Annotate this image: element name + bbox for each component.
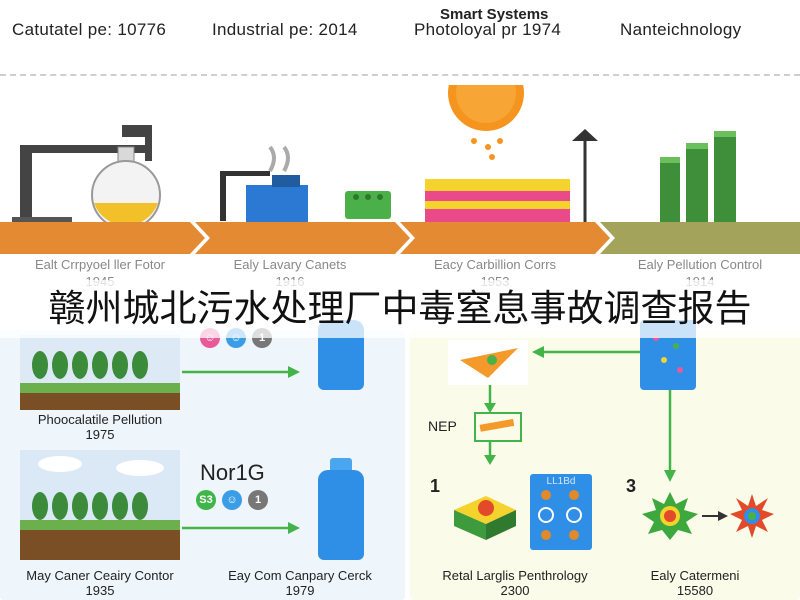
panel2-symbols: S3 ☺ 1 — [196, 490, 268, 510]
arrow-icon — [182, 366, 300, 378]
germ-icon — [730, 494, 774, 538]
step-3: 3 — [626, 476, 637, 496]
header-col2: Industrial pe: 2014 — [212, 20, 358, 39]
nep-box — [474, 412, 522, 442]
trees-icon — [20, 450, 180, 560]
timeline-band — [0, 222, 800, 254]
grid-card: LL1Bd — [530, 474, 592, 550]
machine-icon — [220, 145, 391, 223]
arrow-icon — [182, 522, 300, 534]
nep-icon — [479, 418, 515, 432]
timeline-illustration — [12, 85, 736, 230]
nep-label: NEP — [428, 418, 457, 434]
sun-icon — [448, 85, 524, 160]
layered-block-icon — [454, 496, 516, 540]
trees-icon — [20, 335, 180, 410]
header-col1: Catutatel pe: 10776 — [12, 20, 167, 39]
stack-icon — [425, 129, 598, 223]
flow-arrows — [484, 385, 496, 465]
header-divider — [0, 74, 800, 76]
bottle-cap — [330, 458, 352, 470]
germ-icon — [642, 492, 698, 540]
symbol-3: 1 — [248, 490, 268, 510]
step-1: 1 — [430, 476, 441, 496]
grid-dots-icon — [538, 490, 582, 540]
header-col3-title: Smart Systems — [440, 6, 549, 23]
bottle-icon — [318, 470, 364, 560]
flow-arrows — [664, 390, 676, 482]
header-col4: Nanteichnology — [620, 20, 742, 39]
panel2-heading: Nor1G — [200, 460, 265, 485]
symbol-2: ☺ — [222, 490, 242, 510]
page-title: 赣州城北污水处理厂中毒窒息事故调查报告 — [0, 280, 800, 338]
tubes-icon — [660, 131, 736, 223]
grid-label: LL1Bd — [546, 476, 576, 487]
arrow-icon — [702, 511, 728, 521]
flask-icon — [12, 125, 161, 230]
arrow-icon — [532, 346, 648, 358]
arrow-icon — [448, 340, 528, 385]
header-col3: Photoloyal pr 1974 — [414, 20, 562, 39]
symbol-1: S3 — [196, 490, 216, 510]
